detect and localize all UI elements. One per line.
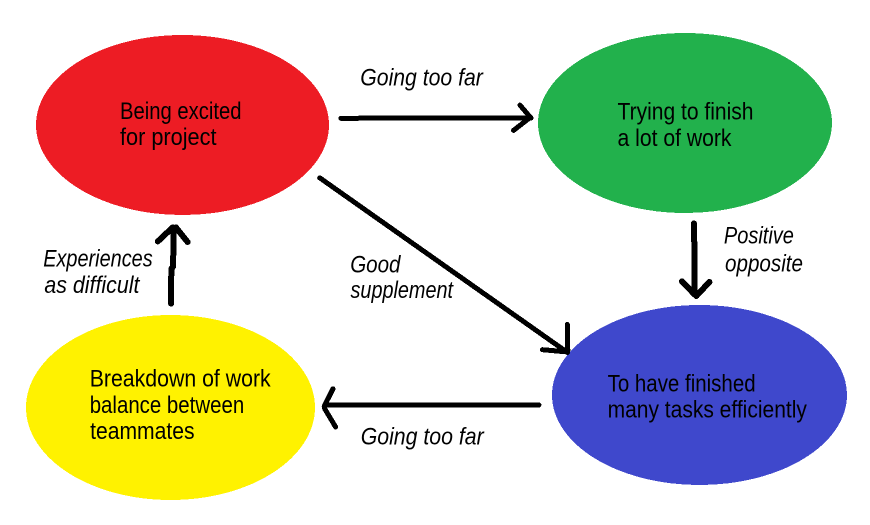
- svg-text:many tasks efficiently: many tasks efficiently: [608, 397, 807, 424]
- svg-text:Going too far: Going too far: [361, 423, 485, 450]
- svg-text:opposite: opposite: [725, 251, 803, 278]
- svg-text:as difficult: as difficult: [44, 272, 140, 299]
- svg-text:teammates: teammates: [90, 418, 195, 445]
- svg-text:Positive: Positive: [724, 223, 794, 250]
- svg-text:Good: Good: [350, 252, 401, 279]
- svg-text:balance between: balance between: [90, 392, 245, 419]
- svg-text:Breakdown of work: Breakdown of work: [90, 366, 272, 393]
- svg-text:To have finished: To have finished: [608, 371, 756, 398]
- svg-text:Trying to finish: Trying to finish: [618, 99, 754, 126]
- svg-text:Experiences: Experiences: [43, 246, 153, 273]
- svg-text:Going too far: Going too far: [360, 65, 483, 92]
- svg-text:supplement: supplement: [351, 277, 455, 304]
- svg-text:for project: for project: [120, 124, 217, 151]
- svg-text:Being excited: Being excited: [120, 98, 242, 125]
- svg-text:a lot of work: a lot of work: [618, 125, 733, 152]
